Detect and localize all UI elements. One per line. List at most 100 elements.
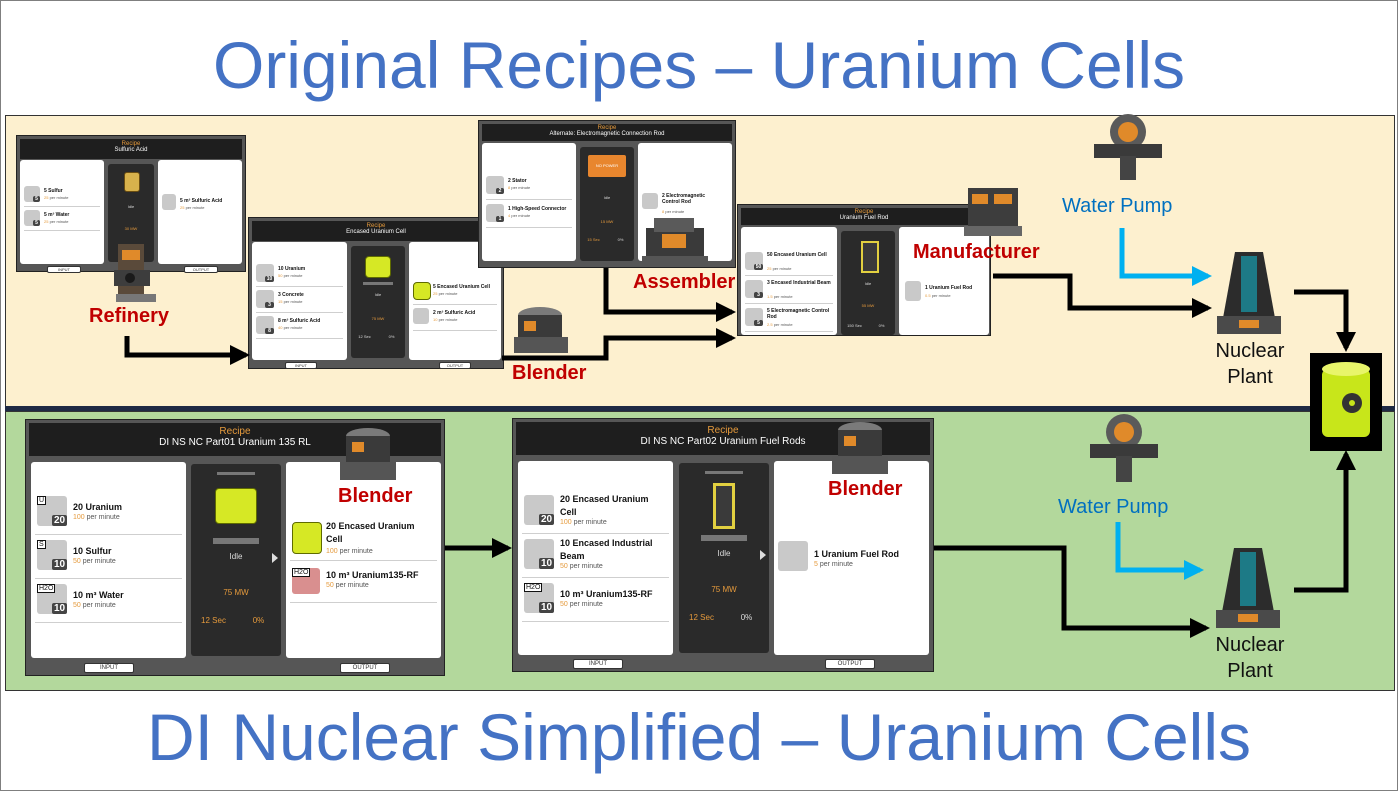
recipe-name: Uranium Fuel Rod	[839, 215, 889, 221]
input-panel: 20 20 Encased Uranium Cell 100 per minut…	[518, 461, 673, 655]
recipe-window-manufacturer: Recipe Uranium Fuel Rod 50 50 Encased Ur…	[737, 204, 991, 336]
sulfur-icon: 5	[24, 186, 40, 202]
arrow-plant-to-barrel-bottom	[1294, 450, 1356, 593]
encased-uranium-cell-output-icon	[292, 522, 322, 554]
arrow-pump-to-plant-bottom	[1115, 522, 1204, 580]
encased-uranium-cell-output-icon	[413, 282, 431, 300]
slide-title-bottom: DI Nuclear Simplified – Uranium Cells	[146, 700, 1252, 774]
recipe-header: Recipe Sulfuric Acid	[20, 139, 242, 159]
output-button[interactable]: OUTPUT	[825, 659, 875, 669]
stator-icon: 2	[486, 176, 504, 194]
recipe-word: Recipe	[121, 141, 141, 147]
recipe-name: DI NS NC Part02 Uranium Fuel Rods	[640, 436, 806, 447]
encased-uranium-cell-icon	[365, 256, 391, 278]
status-panel: Idle 75 MW 12 Sec 0%	[191, 464, 281, 656]
input-row: 10 10 Encased Industrial Beam 50 per min…	[522, 535, 669, 578]
uranium-fuel-rod-output-icon	[905, 281, 921, 301]
input-row: H2O 10 10 m³ Water 50 per minute	[35, 580, 182, 623]
input-panel: 50 50 Encased Uranium Cell 25 per minute…	[741, 227, 837, 335]
status-panel: NO POWER Idle 15 MW 15 Sec 0%	[580, 147, 634, 261]
blender-machine-icon	[514, 307, 568, 353]
water-icon: H2O 10	[37, 584, 67, 614]
blender-label-original: Blender	[512, 362, 587, 384]
encased-uranium-cell-icon: 50	[745, 252, 763, 270]
input-row: S 10 10 Sulfur 50 per minute	[35, 536, 182, 579]
arrow-refinery-to-blender	[124, 336, 250, 365]
recipe-name: DI NS NC Part01 Uranium 135 RL	[159, 437, 311, 448]
water-pump-label-top: Water Pump	[1062, 195, 1173, 217]
input-row: 8 8 m³ Sulfuric Acid 40 per minute	[256, 314, 343, 339]
input-row: 10 10 Uranium 50 per minute	[256, 262, 343, 287]
nuclear-plant-icon	[1217, 252, 1281, 334]
input-row: H2O 10 10 m³ Uranium135-RF 50 per minute	[522, 579, 669, 622]
arrow-part02-to-plant	[934, 545, 1210, 638]
uranium135-icon: H2O	[292, 568, 320, 594]
uranium135-icon: H2O 10	[524, 583, 554, 613]
nuclear-waste-barrel	[1310, 353, 1382, 451]
industrial-beam-icon: 3	[745, 280, 763, 298]
input-row: 5 5 m³ Water 25 per minute	[24, 208, 100, 231]
arrow-manufacturer-to-plant	[993, 273, 1212, 318]
uranium-icon: U 20	[37, 496, 67, 526]
input-row: U 20 20 Uranium 100 per minute	[35, 492, 182, 535]
status-panel: Idle 55 MW 150 Sec 0%	[841, 231, 895, 335]
manufacturer-label: Manufacturer	[913, 241, 1040, 263]
encased-uranium-cell-icon	[215, 488, 257, 524]
arrow-blender-to-manufacturer	[502, 328, 736, 361]
input-button[interactable]: INPUT	[47, 266, 81, 273]
blender-machine-icon	[832, 422, 888, 474]
recipe-name: Encased Uranium Cell	[346, 229, 406, 235]
status-panel: Idle 75 MW 12 Sec 0%	[679, 463, 769, 653]
nuclear-plant-label-bottom: Nuclear Plant	[1215, 634, 1285, 682]
encased-uranium-cell-icon: 20	[524, 495, 554, 525]
recipe-name: Alternate: Electromagnetic Connection Ro…	[549, 131, 665, 137]
control-rod-icon: 5	[745, 308, 763, 326]
arrow-assembler-to-manufacturer	[603, 268, 736, 322]
arrow-pump-to-plant-top	[1119, 228, 1212, 286]
output-button[interactable]: OUTPUT	[439, 362, 471, 369]
refinery-label: Refinery	[89, 305, 170, 327]
fuel-rod-icon	[713, 483, 735, 529]
water-icon: 5	[24, 210, 40, 226]
input-panel: 5 5 Sulfur 25 per minute 5 5 m³ Water 25…	[20, 160, 104, 264]
output-panel: 1 Uranium Fuel Rod 5 per minute	[774, 461, 929, 655]
recipe-name: Sulfuric Acid	[114, 147, 148, 153]
sulfuric-acid-output-icon	[413, 308, 429, 324]
fuel-rod-icon	[861, 241, 879, 273]
high-speed-connector-icon: 1	[486, 204, 504, 222]
flow-arrow-icon	[760, 550, 766, 560]
input-row: 3 3 Encased Industrial Beam 1.5 per minu…	[745, 277, 833, 304]
radiation-barrel-icon	[1322, 362, 1370, 437]
sulfuric-acid-icon	[124, 172, 140, 192]
input-row: 50 50 Encased Uranium Cell 25 per minute	[745, 249, 833, 276]
sulfur-icon: S 10	[37, 540, 67, 570]
assembler-machine-icon	[642, 218, 708, 266]
recipe-window-encased-uranium-cell: Recipe Encased Uranium Cell 10 10 Uraniu…	[248, 217, 504, 369]
input-row: 5 5 Electromagnetic Control Rod 2.5 per …	[745, 305, 833, 332]
output-button[interactable]: OUTPUT	[340, 663, 390, 673]
sulfuric-acid-output-icon	[162, 194, 176, 210]
recipe-window-refinery: Recipe Sulfuric Acid 5 5 Sulfur 25 per m…	[16, 135, 246, 273]
no-power-indicator: NO POWER	[588, 155, 626, 177]
input-row: 20 20 Encased Uranium Cell 100 per minut…	[522, 491, 669, 534]
input-row: 2 2 Stator 8 per minute	[486, 173, 572, 200]
input-button[interactable]: INPUT	[285, 362, 317, 369]
input-button[interactable]: INPUT	[573, 659, 623, 669]
output-panel: 20 Encased Uranium Cell 100 per minute H…	[286, 462, 441, 658]
water-pump-label-bottom: Water Pump	[1058, 496, 1169, 518]
input-row: 1 1 High-Speed Connector 4 per minute	[486, 201, 572, 228]
control-rod-icon	[642, 193, 658, 209]
nuclear-plant-icon	[1216, 548, 1280, 628]
slide-title-top: Original Recipes – Uranium Cells	[212, 28, 1186, 102]
output-panel: 5 m³ Sulfuric Acid 25 per minute	[158, 160, 242, 264]
flow-arrow-icon	[272, 553, 278, 563]
manufacturer-machine-icon	[964, 188, 1022, 236]
input-row: 5 5 Sulfur 25 per minute	[24, 184, 100, 207]
input-button[interactable]: INPUT	[84, 663, 134, 673]
nuclear-plant-label-top: Nuclear Plant	[1215, 340, 1285, 388]
concrete-icon: 3	[256, 290, 274, 308]
input-panel: 10 10 Uranium 50 per minute 3 3 Concrete…	[252, 242, 347, 360]
input-panel: 2 2 Stator 8 per minute 1 1 High-Speed C…	[482, 143, 576, 261]
output-button[interactable]: OUTPUT	[184, 266, 218, 273]
